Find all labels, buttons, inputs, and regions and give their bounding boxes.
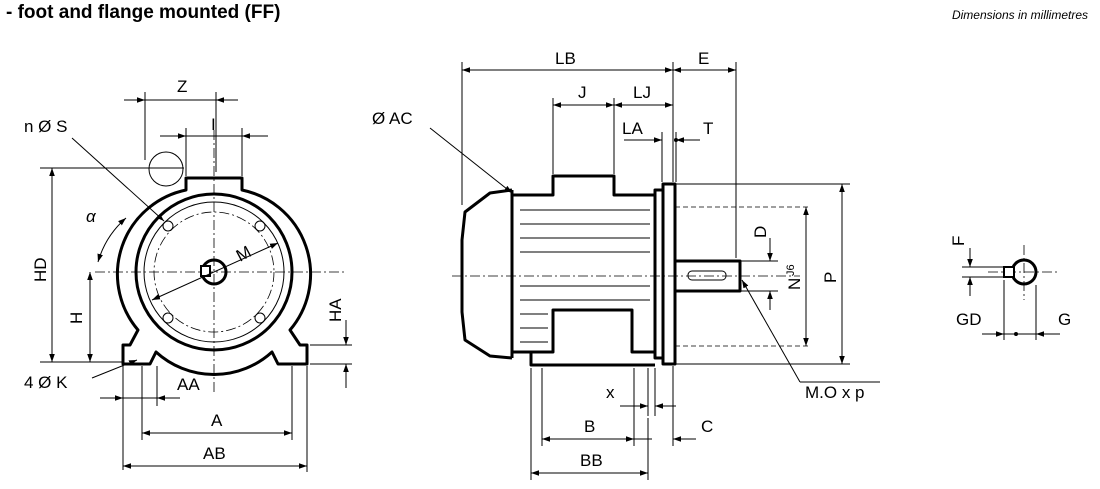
label-c: C (701, 417, 713, 436)
label-o-ac: Ø AC (372, 109, 413, 128)
label-aa: AA (177, 375, 200, 394)
label-g: G (1058, 310, 1071, 329)
page-title: - foot and flange mounted (FF) (6, 2, 281, 23)
label-x: x (606, 383, 615, 402)
label-t: T (703, 119, 713, 138)
units-note: Dimensions in millimetres (951, 8, 1088, 22)
label-gd: GD (956, 310, 982, 329)
label-m-o-x-p: M.O x p (805, 383, 865, 402)
side-view: LB E J LJ Ø AC LA T D N J6 (372, 49, 880, 480)
label-4-o-k: 4 Ø K (24, 373, 68, 392)
bolt-hole (162, 312, 174, 324)
label-lb: LB (555, 49, 576, 68)
front-view: Z I n Ø S HD H α M HA 4 Ø K (24, 77, 352, 472)
cooling-fins (520, 209, 650, 343)
flange-inner-circle (143, 201, 285, 343)
motor-body (512, 174, 657, 367)
fan-cover (460, 188, 513, 360)
label-e: E (698, 49, 709, 68)
label-ab: AB (203, 444, 226, 463)
label-hd: HD (31, 257, 50, 282)
shaft-section-key (1003, 266, 1015, 278)
label-p: P (821, 272, 840, 283)
label-j: J (578, 83, 587, 102)
label-i: I (211, 115, 216, 134)
label-ha: HA (326, 298, 345, 322)
label-la: LA (622, 119, 643, 138)
label-lj: LJ (633, 83, 651, 102)
label-n-o-s: n Ø S (24, 117, 67, 136)
label-alpha: α (86, 207, 97, 226)
flange-circle (134, 192, 294, 352)
shaft-keyway (687, 270, 727, 281)
bolt-hole (162, 220, 174, 232)
label-a: A (211, 411, 223, 430)
shaft-end-view: F GD G (949, 236, 1071, 340)
flange-plate (661, 182, 677, 366)
side-shaft (675, 259, 742, 293)
label-d: D (751, 226, 770, 238)
label-b: B (584, 417, 595, 436)
label-z: Z (177, 77, 187, 96)
label-h: H (67, 312, 86, 324)
terminal-box-circle (148, 151, 184, 187)
label-f: F (949, 236, 968, 246)
label-n: N (785, 278, 804, 290)
bolt-hole (254, 312, 266, 324)
label-bb: BB (580, 451, 603, 470)
bolt-hole (254, 220, 266, 232)
label-j6: J6 (785, 264, 797, 276)
